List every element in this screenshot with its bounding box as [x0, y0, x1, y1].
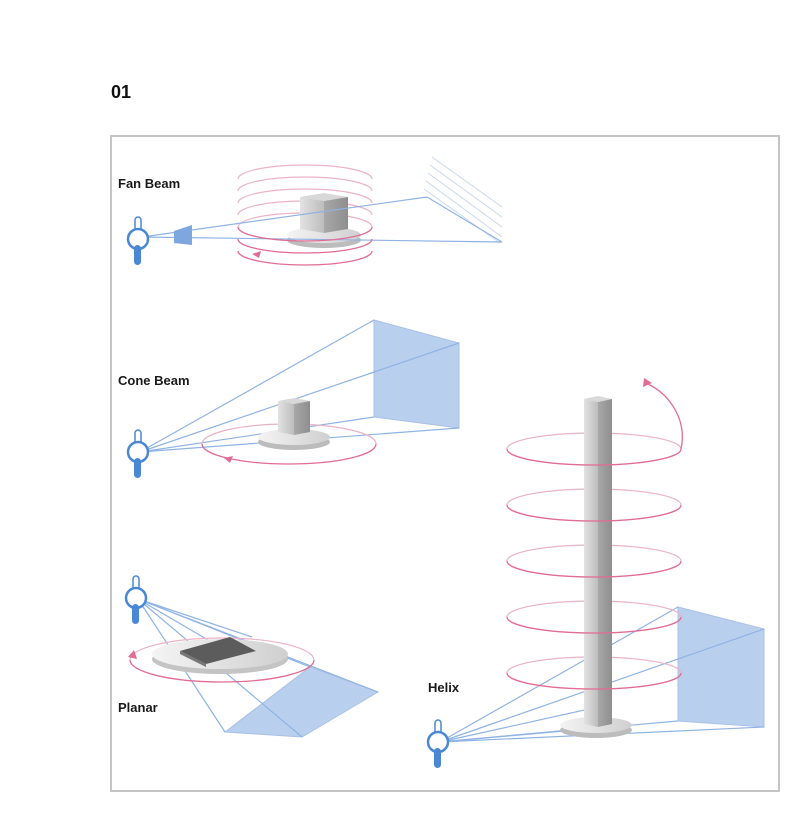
cone-beam-source-icon — [126, 429, 150, 478]
helix-rotation-path — [506, 382, 683, 690]
fan-beam-source-icon — [126, 216, 150, 265]
cone-beam-label: Cone Beam — [118, 373, 190, 388]
helix-object-column — [584, 396, 612, 727]
fan-beam-object-cube — [300, 193, 348, 233]
cone-beam-object-cube — [278, 398, 310, 435]
ct-geometry-diagram: Fan Beam — [118, 156, 765, 768]
fan-beam-label: Fan Beam — [118, 176, 180, 191]
cone-beam-panel: Cone Beam — [118, 319, 460, 478]
planar-source-icon — [124, 575, 148, 624]
cone-beam-rotation-arrow — [224, 456, 233, 463]
fan-beam-rotation-rings — [237, 164, 373, 228]
cone-beam-rotation-ring — [201, 443, 377, 465]
helix-detector — [677, 606, 765, 728]
helix-panel: Helix — [426, 378, 765, 768]
helix-rotation-arrow — [643, 378, 652, 387]
planar-object-slab — [180, 637, 256, 664]
fan-beam-panel: Fan Beam — [118, 156, 503, 266]
planar-rotation-arrow — [128, 650, 137, 659]
planar-label: Planar — [118, 700, 158, 715]
planar-rotation-ring — [129, 659, 315, 683]
figure-number: 01 — [111, 82, 132, 102]
planar-detector — [223, 666, 380, 738]
figure-frame: Fan Beam — [110, 135, 780, 792]
fan-beam-rotation-arrow — [252, 251, 261, 258]
fan-beam-collimator — [174, 225, 192, 245]
planar-panel: Planar — [118, 575, 380, 738]
cone-beam-detector — [373, 319, 460, 429]
helix-label: Helix — [428, 680, 460, 695]
helix-source-icon — [426, 719, 450, 768]
fan-beam-detector — [423, 156, 503, 244]
